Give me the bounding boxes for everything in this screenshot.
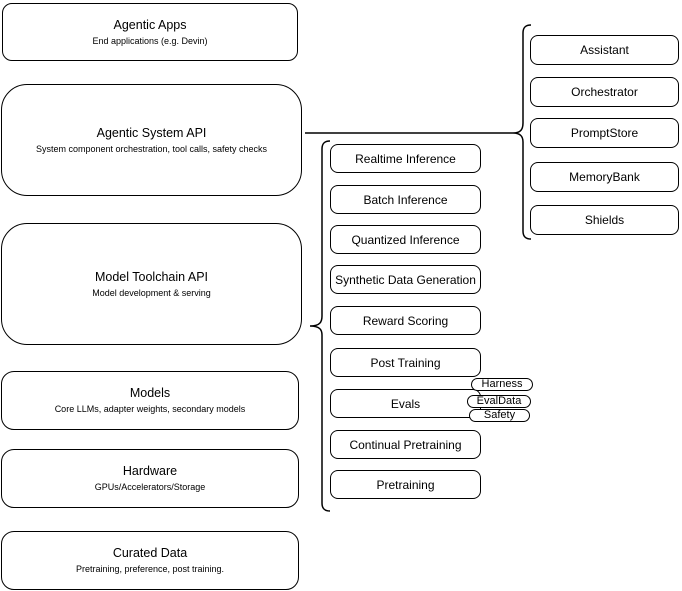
box-agentic-apps: Agentic Apps End applications (e.g. Devi… bbox=[2, 3, 298, 61]
box-model-toolchain-api: Model Toolchain API Model development & … bbox=[1, 223, 302, 345]
brace-system-components bbox=[512, 24, 532, 240]
box-models-subtitle: Core LLMs, adapter weights, secondary mo… bbox=[54, 404, 246, 414]
box-quantized-inference: Quantized Inference bbox=[330, 225, 481, 254]
brace-toolchain-components bbox=[309, 140, 331, 512]
box-agentic-apps-title: Agentic Apps bbox=[113, 17, 187, 32]
box-continual-pretraining: Continual Pretraining bbox=[330, 430, 481, 459]
box-pretraining: Pretraining bbox=[330, 470, 481, 499]
box-assistant: Assistant bbox=[530, 35, 679, 65]
box-curated-data-title: Curated Data bbox=[112, 546, 188, 560]
box-model-toolchain-api-title: Model Toolchain API bbox=[94, 269, 209, 284]
box-post-training: Post Training bbox=[330, 348, 481, 377]
box-agentic-system-api: Agentic System API System component orch… bbox=[1, 84, 302, 196]
box-hardware-title: Hardware bbox=[122, 464, 178, 478]
box-orchestrator: Orchestrator bbox=[530, 77, 679, 107]
box-synthetic-data-generation: Synthetic Data Generation bbox=[330, 265, 481, 294]
box-realtime-inference: Realtime Inference bbox=[330, 144, 481, 173]
box-evals: Evals bbox=[330, 389, 481, 418]
box-models: Models Core LLMs, adapter weights, secon… bbox=[1, 371, 299, 430]
box-curated-data-subtitle: Pretraining, preference, post training. bbox=[75, 564, 225, 574]
box-reward-scoring: Reward Scoring bbox=[330, 306, 481, 335]
tag-evaldata: EvalData bbox=[467, 395, 531, 408]
box-shields: Shields bbox=[530, 205, 679, 235]
box-hardware-subtitle: GPUs/Accelerators/Storage bbox=[94, 482, 206, 492]
box-model-toolchain-api-subtitle: Model development & serving bbox=[92, 287, 211, 298]
box-agentic-system-api-subtitle: System component orchestration, tool cal… bbox=[35, 143, 268, 154]
box-agentic-apps-subtitle: End applications (e.g. Devin) bbox=[92, 35, 208, 46]
tag-harness: Harness bbox=[471, 378, 533, 391]
box-curated-data: Curated Data Pretraining, preference, po… bbox=[1, 531, 299, 590]
box-agentic-system-api-title: Agentic System API bbox=[96, 125, 207, 140]
box-batch-inference: Batch Inference bbox=[330, 185, 481, 214]
tag-safety: Safety bbox=[469, 409, 530, 422]
box-hardware: Hardware GPUs/Accelerators/Storage bbox=[1, 449, 299, 508]
box-memorybank: MemoryBank bbox=[530, 162, 679, 192]
box-models-title: Models bbox=[129, 386, 171, 400]
box-promptstore: PromptStore bbox=[530, 118, 679, 148]
